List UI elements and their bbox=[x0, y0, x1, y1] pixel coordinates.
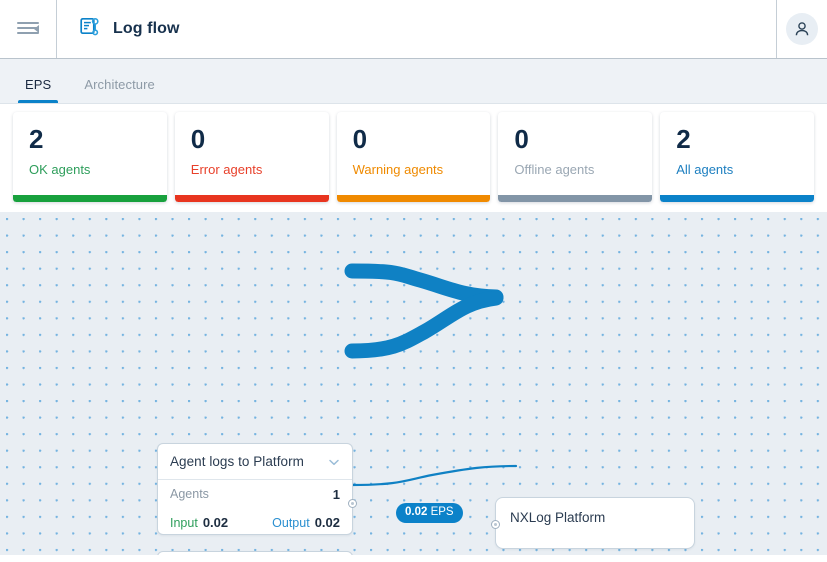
account-button[interactable] bbox=[777, 0, 827, 58]
hamburger-collapse-icon bbox=[17, 22, 39, 36]
stat-card-label: Offline agents bbox=[514, 162, 595, 178]
stat-card-all-agents[interactable]: 2 All agents bbox=[660, 112, 814, 202]
agent-stat-cards: 2 OK agents 0 Error agents 0 Warning age… bbox=[0, 104, 827, 212]
tab-bar: EPS Architecture bbox=[0, 59, 827, 104]
stat-card-accent-bar bbox=[498, 195, 653, 202]
flow-node-header[interactable]: Windows security events bbox=[158, 552, 352, 555]
edge-path-windows-security bbox=[344, 290, 504, 359]
output-value: 0.02 bbox=[314, 514, 340, 530]
edge-path-metrics-collector bbox=[350, 464, 518, 487]
input-value: 0.02 bbox=[202, 514, 229, 530]
stat-card-accent-bar bbox=[336, 195, 491, 202]
stat-card-accent-bar bbox=[174, 195, 329, 202]
edge-label-unit: EPS bbox=[430, 506, 454, 518]
stat-card-accent-bar bbox=[13, 195, 167, 202]
flow-node-agent-logs-to-platform[interactable]: Agent logs to Platform Agents 1 Input 0.… bbox=[157, 443, 357, 536]
top-bar: Log flow bbox=[0, 0, 827, 59]
tab-architecture-label: Architecture bbox=[84, 77, 155, 92]
edge-label-value: 0.02 bbox=[405, 506, 428, 518]
sidebar-toggle-button[interactable] bbox=[0, 0, 57, 58]
chevron-down-icon[interactable] bbox=[328, 456, 340, 468]
log-flow-icon bbox=[80, 17, 100, 42]
agents-label: Agents bbox=[170, 487, 209, 501]
stat-card-label: OK agents bbox=[29, 162, 91, 178]
page-title-area: Log flow bbox=[57, 0, 777, 58]
flow-node-title: Agent logs to Platform bbox=[170, 454, 304, 469]
stat-card-label: Error agents bbox=[190, 162, 263, 178]
stat-card-value: 0 bbox=[352, 124, 368, 154]
output-port[interactable] bbox=[348, 499, 357, 508]
stat-card-value: 0 bbox=[190, 124, 206, 154]
log-flow-canvas[interactable]: Agent logs to Platform Agents 1 Input 0.… bbox=[0, 212, 827, 555]
tab-eps-label: EPS bbox=[25, 77, 52, 92]
stat-card-ok-agents[interactable]: 2 OK agents bbox=[13, 112, 167, 202]
flow-node-header[interactable]: Agent logs to Platform bbox=[158, 444, 352, 480]
avatar[interactable] bbox=[786, 13, 818, 45]
flow-node-agents-row: Agents 1 bbox=[158, 480, 352, 508]
user-avatar-icon bbox=[795, 22, 809, 36]
agents-value: 1 bbox=[332, 486, 340, 502]
flow-node-io-row: Input 0.02 Output 0.02 bbox=[158, 508, 352, 536]
output-label: Output bbox=[272, 515, 310, 530]
stat-card-label: All agents bbox=[676, 162, 734, 178]
page-title: Log flow bbox=[113, 20, 180, 37]
flow-node-windows-security-events[interactable]: Windows security events Agents 1 Input 0… bbox=[157, 551, 353, 555]
flow-node-title: NXLog Platform bbox=[510, 510, 606, 525]
stat-card-accent-bar bbox=[660, 195, 814, 202]
stat-card-error-agents[interactable]: 0 Error agents bbox=[174, 112, 329, 202]
edge-path-agent-logs bbox=[344, 263, 504, 305]
input-port[interactable] bbox=[491, 520, 500, 529]
flow-node-nxlog-platform[interactable]: NXLog Platform bbox=[491, 497, 695, 549]
tab-architecture[interactable]: Architecture bbox=[77, 77, 162, 103]
stat-card-value: 2 bbox=[676, 124, 691, 154]
stat-card-value: 0 bbox=[514, 124, 529, 154]
stat-card-label: Warning agents bbox=[352, 162, 444, 178]
stat-card-offline-agents[interactable]: 0 Offline agents bbox=[498, 112, 653, 202]
stat-card-warning-agents[interactable]: 0 Warning agents bbox=[336, 112, 491, 202]
tab-eps[interactable]: EPS bbox=[18, 77, 59, 103]
stat-card-value: 2 bbox=[29, 124, 44, 154]
input-label: Input bbox=[170, 515, 198, 530]
edge-label-agent-logs[interactable]: 0.02 EPS bbox=[396, 503, 463, 523]
